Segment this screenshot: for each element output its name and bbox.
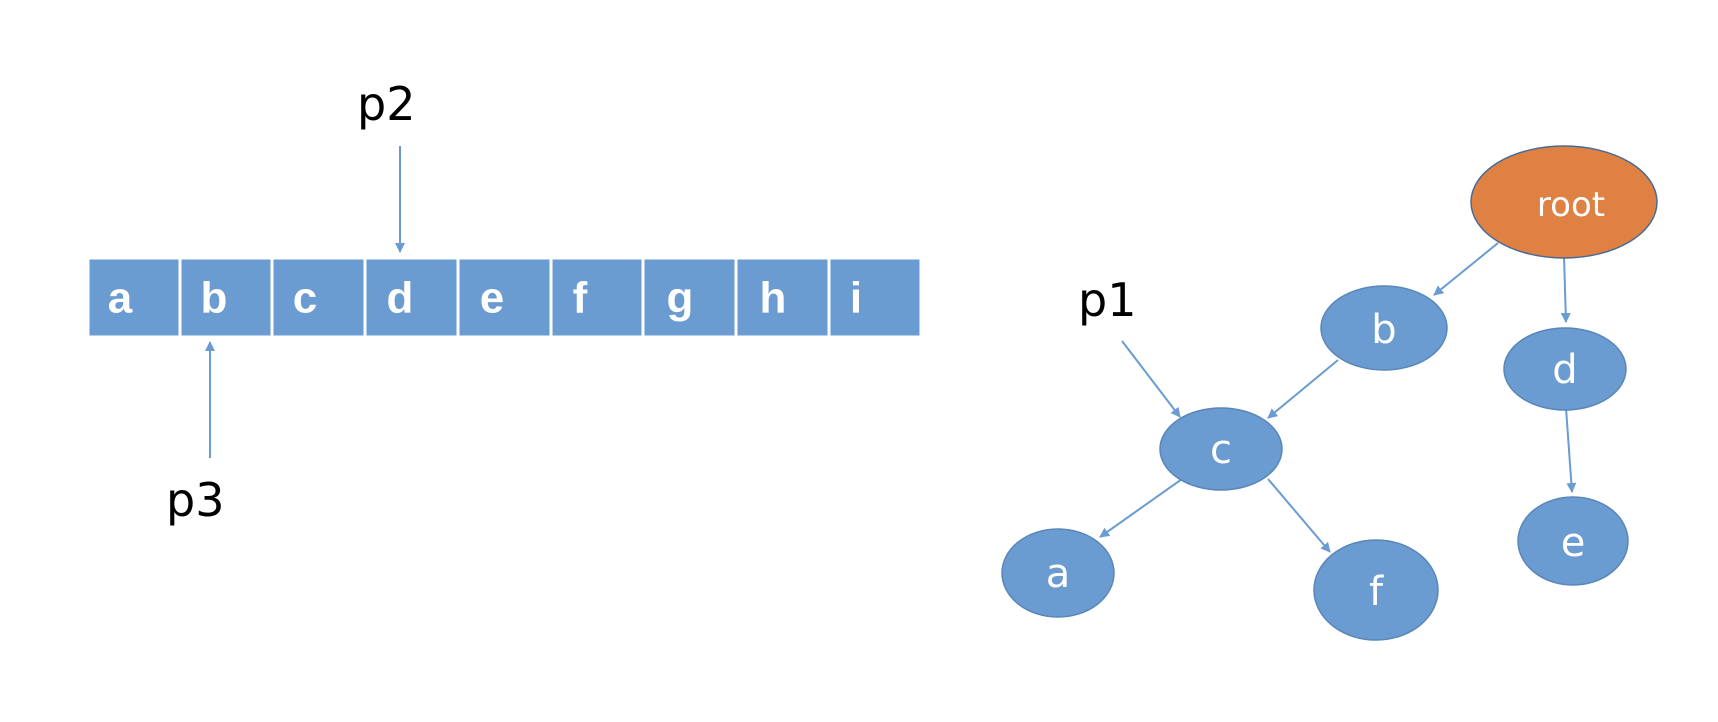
array-cell-label: d xyxy=(387,274,414,323)
array-cell-i: i xyxy=(827,256,923,339)
array-cell-c: c xyxy=(270,256,367,339)
array-cell-b: b xyxy=(178,256,274,339)
array-cell-f: f xyxy=(549,256,645,339)
tree-node-f: f xyxy=(1313,539,1439,641)
pointer-p1-arrow xyxy=(1121,340,1181,418)
array-cell-e: e xyxy=(456,256,553,339)
pointer-p3: p3 xyxy=(166,341,224,527)
tree-node-c-label: c xyxy=(1210,427,1232,473)
tree-node-b: b xyxy=(1320,285,1448,371)
tree-node-root-label: root xyxy=(1537,185,1605,225)
pointer-p2: p2 xyxy=(357,77,415,253)
pointer-p1-label: p1 xyxy=(1078,273,1136,327)
array: a b c d e f g h xyxy=(86,256,923,339)
tree-node-a: a xyxy=(1001,528,1115,618)
array-cell-g: g xyxy=(641,256,738,339)
array-cell-label: e xyxy=(480,274,504,323)
tree-node-a-label: a xyxy=(1046,551,1071,597)
edge-d-e xyxy=(1565,407,1577,493)
array-cell-label: h xyxy=(760,274,787,323)
tree-node-f-label: f xyxy=(1369,569,1384,615)
pointer-p2-label: p2 xyxy=(357,77,415,131)
edge-c-f xyxy=(1267,478,1331,553)
edge-root-b xyxy=(1433,242,1499,296)
array-cell-label: b xyxy=(201,274,228,323)
edge-root-d xyxy=(1560,255,1571,323)
edge-b-c xyxy=(1267,359,1339,419)
tree-node-e: e xyxy=(1517,496,1629,586)
array-cell-label: a xyxy=(108,274,133,323)
array-cell-label: f xyxy=(573,274,588,323)
array-cell-a: a xyxy=(86,256,182,339)
array-cell-label: c xyxy=(293,274,317,323)
tree-nodes: root b d c e a f xyxy=(1001,145,1658,641)
tree-edges xyxy=(1099,242,1577,553)
array-cell-d: d xyxy=(363,256,460,339)
pointer-p3-label: p3 xyxy=(166,473,224,527)
tree-node-d-label: d xyxy=(1552,347,1577,393)
edge-c-a xyxy=(1099,478,1183,538)
array-cell-label: i xyxy=(850,274,862,323)
tree-node-b-label: b xyxy=(1371,307,1396,353)
tree-node-d: d xyxy=(1503,327,1627,411)
tree-node-e-label: e xyxy=(1561,520,1586,566)
array-cell-label: g xyxy=(667,274,694,323)
array-cell-h: h xyxy=(734,256,831,339)
tree-node-root: root xyxy=(1470,145,1658,259)
tree-node-c: c xyxy=(1159,407,1283,491)
